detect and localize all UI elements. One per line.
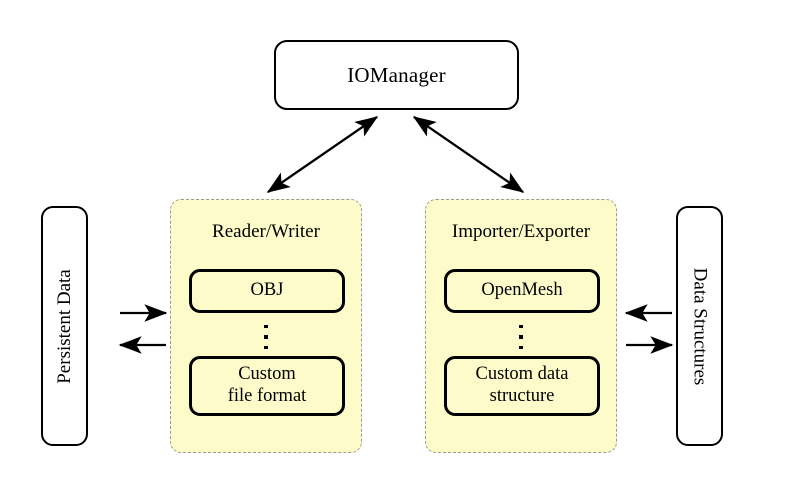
importer-exporter-panel[interactable]: Importer/Exporter OpenMesh Custom data s…	[425, 199, 617, 453]
reader-writer-panel[interactable]: Reader/Writer OBJ Custom file format	[170, 199, 362, 453]
arrow-manager-to-reader-writer	[266, 116, 379, 193]
data-structures-box[interactable]: Data Structures	[676, 206, 723, 446]
structure-custom-data-box[interactable]: Custom data structure	[444, 356, 600, 416]
importer-exporter-title: Importer/Exporter	[451, 221, 591, 242]
structure-openmesh-label: OpenMesh	[481, 280, 563, 301]
importer-exporter-ellipsis-icon	[426, 325, 616, 350]
iomanager-box[interactable]: IOManager	[274, 40, 519, 110]
data-structures-label: Data Structures	[689, 267, 710, 385]
persistent-data-label: Persistent Data	[54, 268, 76, 384]
format-obj-box[interactable]: OBJ	[189, 269, 345, 313]
format-custom-file-line2: file format	[227, 386, 307, 406]
reader-writer-ellipsis-icon	[171, 325, 361, 350]
structure-openmesh-box[interactable]: OpenMesh	[444, 269, 600, 313]
structure-custom-data-line1: Custom data	[475, 364, 569, 385]
structure-custom-data-label: Custom data structure	[475, 364, 568, 408]
structure-custom-data-line2: structure	[489, 386, 555, 406]
format-custom-file-box[interactable]: Custom file format	[189, 356, 345, 416]
arrow-manager-to-importer-exporter	[412, 116, 525, 193]
persistent-data-box[interactable]: Persistent Data	[41, 206, 88, 446]
reader-writer-title: Reader/Writer	[212, 221, 320, 242]
format-custom-file-label: Custom file format	[228, 364, 307, 408]
iomanager-label: IOManager	[347, 62, 446, 87]
format-custom-file-line1: Custom	[238, 364, 296, 385]
format-obj-label: OBJ	[250, 280, 284, 301]
